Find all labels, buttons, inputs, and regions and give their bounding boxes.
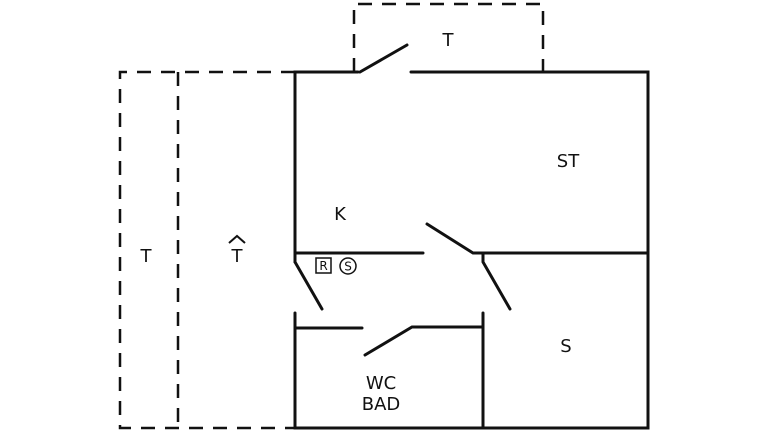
label-bath: BAD [362, 394, 401, 415]
label-wc: WC [366, 373, 396, 394]
door-bath [363, 325, 485, 357]
label-terrace-left: T [140, 246, 153, 267]
door-left [293, 260, 324, 311]
top-terrace-outline [352, 2, 545, 72]
boxed-symbol-label: R [319, 259, 327, 273]
wall-outer [293, 70, 650, 430]
roof-icon [228, 234, 246, 244]
circled-symbol-icon [339, 257, 357, 275]
door-top [358, 43, 409, 74]
label-bedroom: S [560, 336, 571, 357]
door-living-room [425, 222, 650, 255]
label-covered-terrace: T [231, 246, 244, 267]
label-living-room: ST [557, 151, 580, 172]
walls [293, 43, 650, 430]
wall-top-left [293, 70, 360, 264]
label-kitchen: K [334, 204, 347, 225]
dashed-outlines [118, 2, 545, 430]
circled-symbol-label: S [344, 260, 352, 274]
door-bedroom [481, 251, 512, 311]
boxed-symbol-icon [315, 257, 332, 274]
label-terrace-top: T [442, 30, 455, 51]
